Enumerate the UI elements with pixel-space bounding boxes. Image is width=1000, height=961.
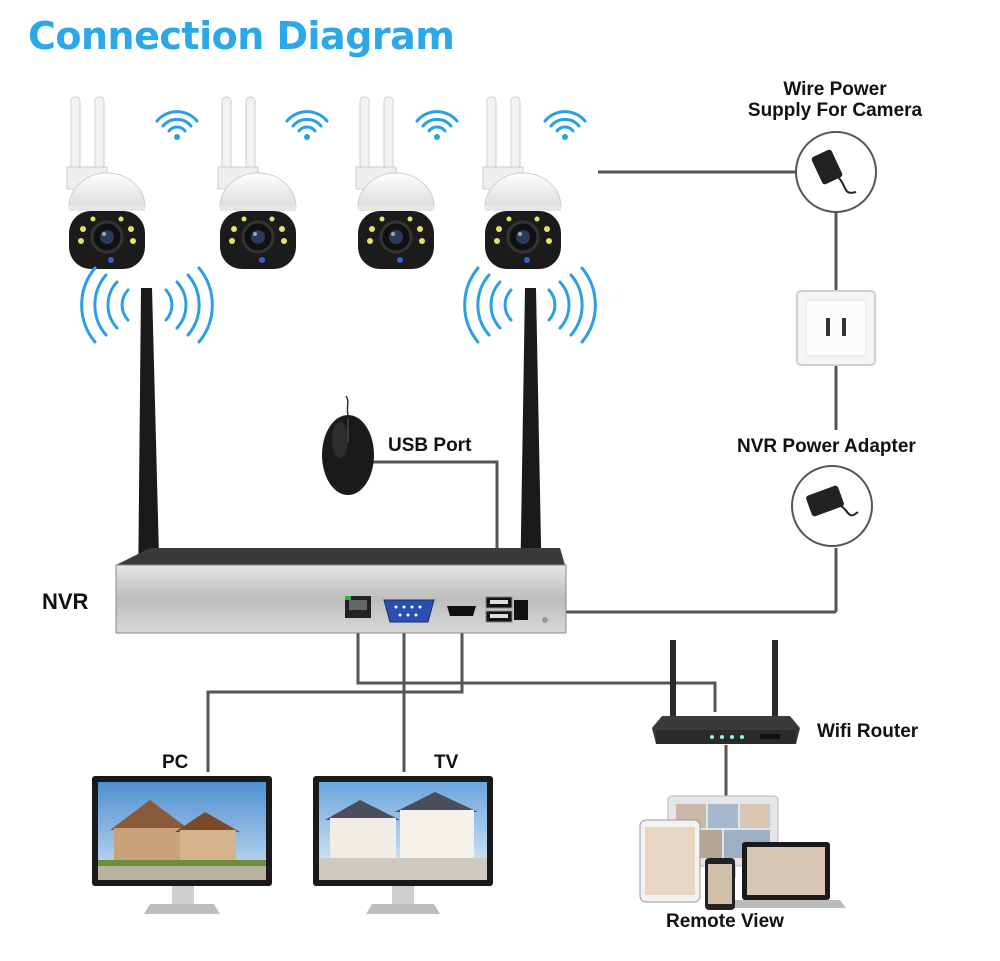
usb-port-label: USB Port [388,435,472,456]
camera-3 [354,95,436,271]
nvr-antenna-left [138,288,160,595]
signal-waves-icon [463,266,597,344]
camera-4 [481,95,563,271]
nvr-antenna-right [520,288,542,595]
remote-view-label: Remote View [666,911,784,932]
wifi-icon [543,110,587,142]
wifi-router-label: Wifi Router [817,721,919,742]
nvr-power-adapter-icon [791,465,873,547]
nvr-device [115,548,567,634]
camera-1 [65,95,147,271]
wifi-icon [155,110,199,142]
wall-socket-icon [796,290,876,366]
tv-label: TV [434,752,459,773]
usb-mouse-icon [322,395,374,495]
nvr-power-adapter-label: NVR Power Adapter [737,436,916,457]
pc-label: PC [162,752,189,773]
remote-view-devices [639,795,846,910]
camera-2 [216,95,298,271]
wifi-router-icon [652,640,800,744]
signal-waves-icon [80,266,214,344]
pc-monitor [92,776,272,914]
wire-power-text: Wire Power [783,79,887,100]
camera-power-label: Wire Power Supply For Camera [730,79,940,121]
supply-camera-text: Supply For Camera [747,100,923,121]
camera-power-supply-icon [795,131,877,213]
wifi-icon [285,110,329,142]
tv-monitor [313,776,493,914]
wifi-icon [415,110,459,142]
nvr-label: NVR [42,589,89,614]
diagram-title: Connection Diagram [28,14,455,58]
